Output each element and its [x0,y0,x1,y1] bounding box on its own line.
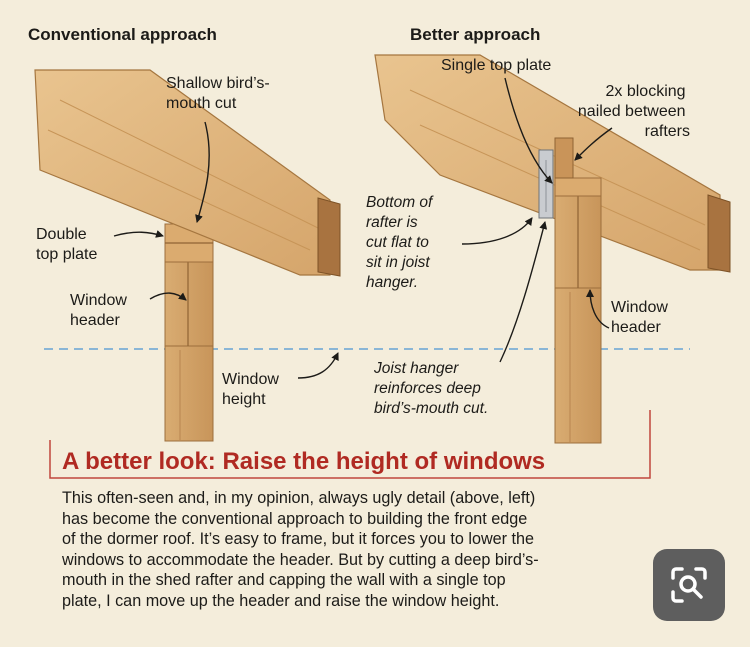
label-rafter-bottom: Bottom of rafter is cut flat to sit in j… [366,194,437,291]
label-joist-hanger: Joist hanger reinforces deep bird’s-mout… [373,360,488,417]
caption-heading: A better look: Raise the height of windo… [62,448,545,476]
label-right-window-header: Window header [611,299,672,336]
label-left-window-header: Window header [70,292,131,329]
caption-body: This often-seen and, in my opinion, alwa… [62,488,677,612]
right-stud [554,287,602,444]
label-window-height: Window height [222,371,283,408]
caption-frame [49,410,651,479]
right-rafter-end [707,194,731,273]
caption-heading-bold: A better look: [62,448,216,475]
left-rafter-end [317,197,341,277]
left-framing [34,69,341,442]
left-window-header [164,261,214,347]
left-title: Conventional approach [28,25,217,44]
caption-heading-rest: Raise the height of windows [215,448,546,475]
right-single-top-plate [554,177,602,197]
left-stud [164,345,214,442]
lens-search-button[interactable] [653,549,725,621]
label-double-top-plate: Double top plate [36,226,97,263]
caption-line: mouth in the shed rafter and capping the… [62,571,506,590]
label-shallow-cut: Shallow bird’s- mouth cut [166,75,274,112]
left-rafter [34,69,331,276]
search-lens-icon [671,567,707,603]
caption-line: windows to accommodate the header. But b… [62,550,539,569]
caption-line: has become the conventional approach to … [62,509,528,528]
right-title: Better approach [410,25,540,44]
caption-line: of the dormer roof. It’s easy to frame, … [62,530,535,549]
right-framing [374,54,731,444]
caption-line: plate, I can move up the header and rais… [62,591,500,610]
caption-line: This often-seen and, in my opinion, alwa… [62,489,536,507]
label-blocking: 2x blocking nailed between rafters [578,83,690,140]
label-single-top-plate: Single top plate [441,57,551,74]
right-blocking [554,137,574,179]
